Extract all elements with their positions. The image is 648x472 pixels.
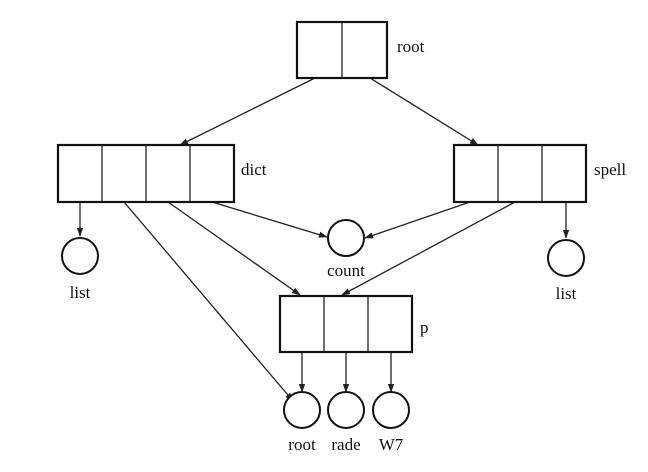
node-spell-label: spell [594,160,626,179]
node-p-box [278,294,414,354]
node-list-left-label: list [70,283,91,302]
node-list-left-circle [61,237,99,275]
edge-dict-p [167,201,301,296]
node-spell: spell [452,143,626,204]
node-leaf-rade: rade [327,391,365,454]
node-count: count [327,219,365,280]
edge-dict-leaf-root [123,201,294,402]
node-list-right: list [547,239,585,303]
edge-root-spell [369,77,479,146]
node-list-right-label: list [556,284,577,303]
node-p: p [278,294,429,354]
node-dict: dict [56,143,267,204]
node-leaf-root-circle [283,391,321,429]
node-root: root [295,20,425,80]
node-leaf-rade-label: rade [331,435,360,454]
node-root-label: root [397,37,425,56]
edge-spell-count [364,201,471,239]
node-leaf-w7-label: W7 [379,435,404,454]
node-leaf-rade-circle [327,391,365,429]
node-leaf-w7: W7 [372,391,410,454]
edges [76,77,570,402]
node-leaf-root: root [283,391,321,454]
node-leaf-w7-circle [372,391,410,429]
node-list-left: list [61,237,99,302]
node-count-circle [327,219,365,257]
node-count-label: count [327,261,365,280]
node-dict-label: dict [241,160,267,179]
node-p-label: p [420,318,429,337]
edge-root-dict [179,77,316,146]
node-spell-box [452,143,588,204]
node-leaf-root-label: root [288,435,316,454]
edge-dict-count [211,201,328,238]
node-list-right-circle [547,239,585,277]
edge-spell-p [341,201,516,296]
